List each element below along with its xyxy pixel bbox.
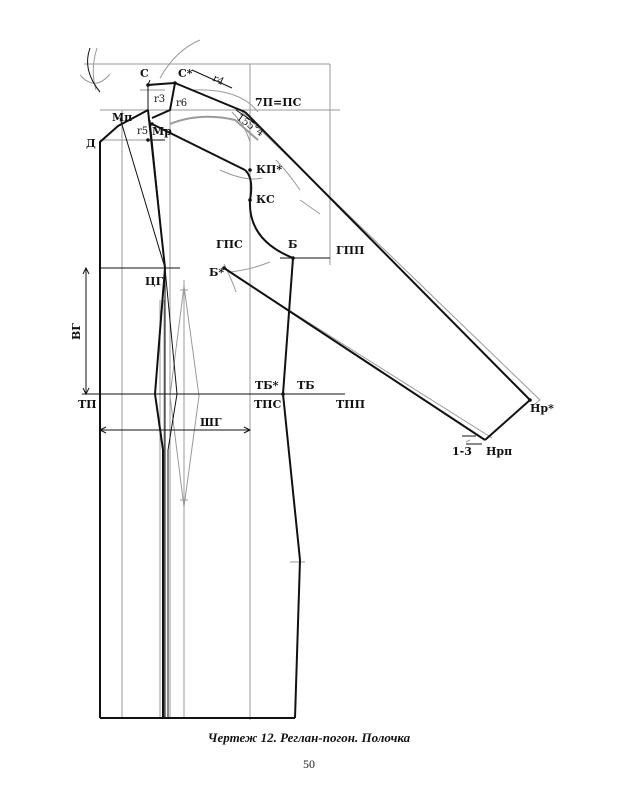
label-r6: r6 bbox=[176, 98, 187, 109]
label-r5: r5 bbox=[137, 126, 148, 137]
label-ks: КС bbox=[256, 193, 275, 206]
label-tpp: ТПП bbox=[336, 398, 365, 411]
label-d: Д bbox=[86, 137, 96, 150]
label-gps: ГПС bbox=[216, 238, 243, 251]
label-gpp: ГПП bbox=[336, 244, 364, 257]
pattern-outline bbox=[82, 47, 532, 719]
label-shg: ШГ bbox=[200, 416, 222, 429]
label-s-star: С* bbox=[178, 67, 193, 80]
page-number: 50 bbox=[303, 757, 315, 771]
label-tb: ТБ bbox=[297, 379, 315, 392]
label-r3: r3 bbox=[154, 94, 165, 105]
figure-caption: Чертеж 12. Реглан-погон. Полочка bbox=[207, 730, 411, 745]
label-tp-ps: 7П=ПС bbox=[255, 96, 302, 109]
label-nrp: Нрп bbox=[486, 445, 512, 458]
label-tb-star: ТБ* bbox=[255, 379, 279, 392]
label-tp: ТП bbox=[78, 398, 97, 411]
label-mr: Мр bbox=[152, 125, 172, 138]
label-b-star: Б* bbox=[209, 266, 224, 279]
label-nr-star: Нр* bbox=[530, 402, 554, 415]
label-vg: ВГ bbox=[70, 323, 83, 340]
label-kp-star: КП* bbox=[256, 163, 282, 176]
label-mp: Мп bbox=[112, 111, 132, 124]
labels: С С* r4 r3 r6 Мп r5 Мр Д 7П=ПС 155°4 КП*… bbox=[70, 67, 554, 458]
label-tsg: ЦГ bbox=[145, 275, 164, 288]
label-tps: ТПС bbox=[254, 398, 282, 411]
label-s: С bbox=[140, 67, 149, 80]
label-b: Б bbox=[288, 238, 297, 251]
label-r4: r4 bbox=[211, 73, 226, 88]
label-one-three: 1-3 bbox=[452, 445, 472, 458]
